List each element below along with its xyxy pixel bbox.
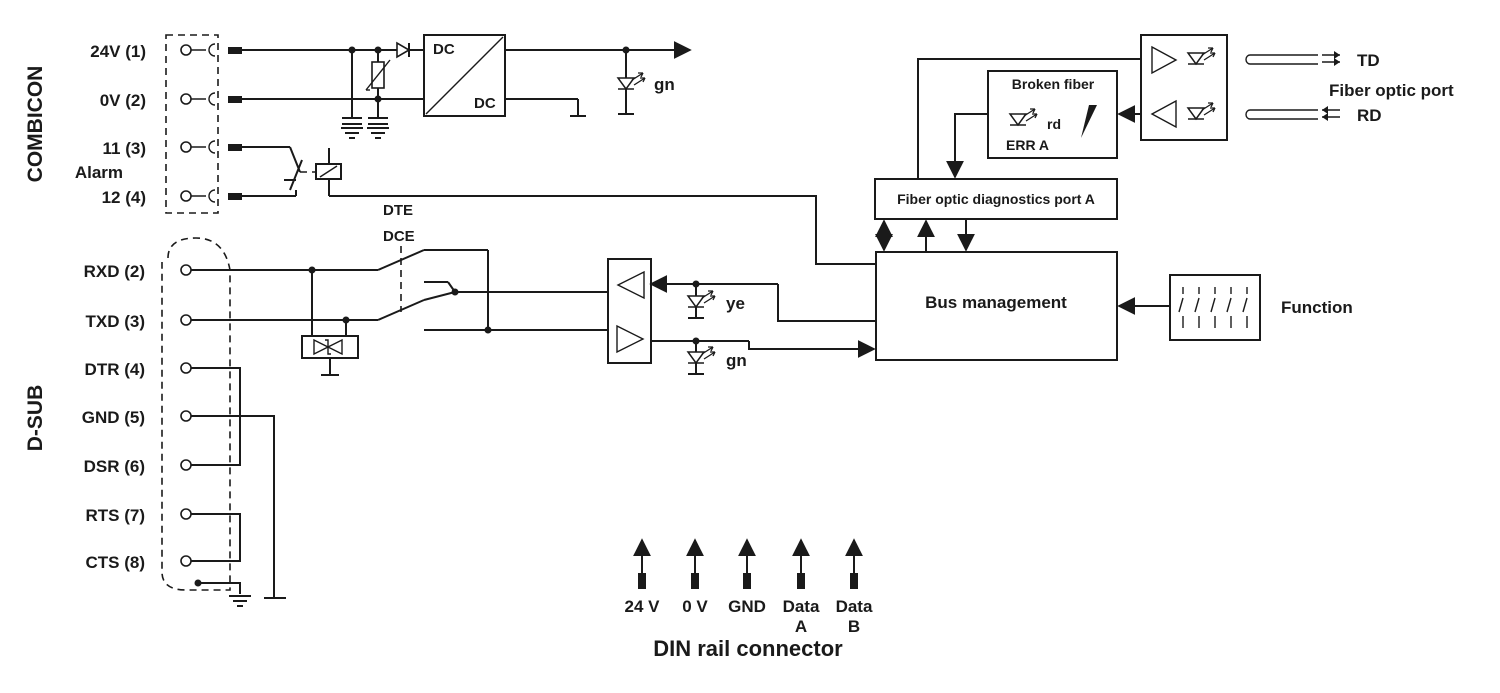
- bus-management-block: Bus management: [875, 251, 1118, 361]
- dsub-pin-cts-label: CTS (8): [86, 553, 146, 572]
- dte-label: DTE: [383, 202, 413, 219]
- power-led-label: gn: [654, 75, 675, 94]
- combicon-pin-3-label: 11 (3): [103, 139, 146, 158]
- diagnostics-label: Fiber optic diagnostics port A: [897, 191, 1095, 207]
- din-rail-title: DIN rail connector: [653, 636, 843, 661]
- dsub-pin-dsr-label: DSR (6): [84, 457, 145, 476]
- relay-icon: [242, 146, 342, 197]
- dsub-data-lines: [191, 249, 425, 376]
- alarm-label: Alarm: [75, 163, 123, 182]
- combicon-connector-outline: [165, 34, 219, 214]
- din-pin-data-a: Data A: [783, 538, 820, 636]
- din-pin-24v: 24 V: [625, 538, 661, 616]
- broken-fiber-block: Broken fiber rd ERR A: [987, 70, 1118, 159]
- varistor-icon: [365, 59, 391, 91]
- function-label: Function: [1281, 298, 1353, 317]
- rd-label: RD: [1357, 106, 1382, 125]
- dsub-section-label: D-SUB: [24, 385, 47, 452]
- fiber-optic-port-label: Fiber optic port: [1329, 81, 1454, 100]
- din-pin-label: Data: [783, 597, 820, 616]
- dsub-pin-rxd-label: RXD (2): [84, 262, 145, 281]
- din-rail-connector: 24 V 0 V GND Data A Data B DIN rail conn…: [625, 538, 873, 661]
- dc-dc-converter: DC DC: [423, 34, 506, 117]
- dsub-pin-txd-label: TXD (3): [86, 312, 146, 331]
- td-label: TD: [1357, 51, 1380, 70]
- error-led-label: rd: [1047, 116, 1061, 132]
- function-switch-block: Function: [1169, 274, 1353, 341]
- power-input-circuit: [242, 41, 424, 139]
- dsub-pin-labels: RXD (2) TXD (3) DTR (4) GND (5) DSR (6) …: [82, 262, 145, 572]
- tx-led-icon: [687, 346, 716, 364]
- rx-led-icon: [687, 290, 716, 308]
- tx-led-label: gn: [726, 351, 747, 370]
- dsub-pin-dtr-label: DTR (4): [85, 360, 145, 379]
- dsub-handshake-wiring: [191, 367, 286, 607]
- buffer-icon: [607, 258, 652, 364]
- diagnostics-block: Fiber optic diagnostics port A: [874, 178, 1118, 220]
- converter-out-label: DC: [474, 95, 496, 112]
- din-pin-label: 0 V: [682, 597, 708, 616]
- din-pin-0v: 0 V: [682, 538, 708, 616]
- din-pin-gnd: GND: [728, 538, 766, 616]
- combicon-pin-4-label: 12 (4): [102, 188, 146, 207]
- combicon-section-label: COMBICON: [24, 66, 47, 183]
- diode-icon: [396, 41, 411, 59]
- dsub-pin-rts-label: RTS (7): [86, 506, 146, 525]
- err-a-label: ERR A: [1006, 137, 1049, 153]
- din-pin-label: GND: [728, 597, 766, 616]
- din-pin-label: 24 V: [625, 597, 661, 616]
- fiber-transceiver-block: [1140, 34, 1228, 141]
- combicon-pin-2-label: 0V (2): [100, 91, 146, 110]
- combicon-pin-1-label: 24V (1): [90, 42, 146, 61]
- combicon-pin-labels: 24V (1) 0V (2) 11 (3) Alarm 12 (4): [75, 42, 146, 207]
- dte-dce-switch: DTE DCE: [383, 202, 608, 334]
- bus-management-label: Bus management: [925, 293, 1067, 312]
- din-pin-sublabel: A: [795, 617, 807, 636]
- din-pin-data-b: Data B: [836, 538, 873, 636]
- power-led-icon: [617, 72, 646, 90]
- combicon-pins: [180, 43, 242, 203]
- broken-fiber-title: Broken fiber: [1012, 76, 1095, 92]
- dsub-connector-outline: [161, 237, 231, 591]
- converter-in-label: DC: [433, 41, 455, 58]
- dsub-pins: [180, 264, 192, 567]
- din-pin-sublabel: B: [848, 617, 860, 636]
- dce-label: DCE: [383, 228, 415, 245]
- fiber-cables: [1245, 51, 1340, 121]
- din-pin-label: Data: [836, 597, 873, 616]
- rx-led-label: ye: [726, 294, 745, 313]
- dsub-pin-gnd-label: GND (5): [82, 408, 145, 427]
